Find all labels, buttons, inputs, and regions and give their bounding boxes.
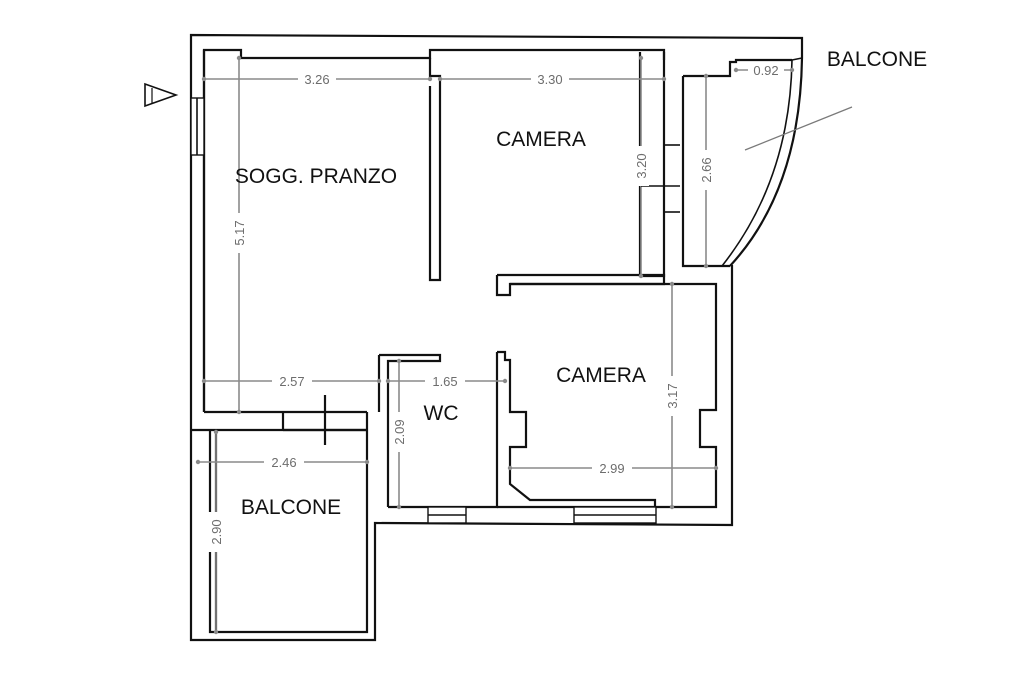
dim-balcone-bottom-height: 2.90 (209, 519, 224, 544)
room-label-wc: WC (424, 402, 459, 425)
dim-balcone-top-width: 0.92 (753, 63, 778, 78)
dim-camera-top-height: 3.20 (634, 153, 649, 178)
room-labels: SOGG. PRANZO CAMERA CAMERA WC BALCONE BA… (235, 48, 927, 519)
dim-camera-bottom-height: 3.17 (665, 383, 680, 408)
windows (190, 97, 657, 524)
room-label-camera-top: CAMERA (496, 128, 586, 151)
dimension-lines (195, 55, 795, 635)
interior-walls (377, 52, 804, 509)
dim-balcone-bottom-width: 2.46 (271, 455, 296, 470)
dim-camera-bottom-width: 2.99 (599, 461, 624, 476)
room-label-balcone-top: BALCONE (827, 48, 927, 71)
room-label-soggiorno: SOGG. PRANZO (235, 165, 397, 188)
dim-soggiorno-height: 5.17 (232, 220, 247, 245)
dim-soggiorno-width: 3.26 (304, 72, 329, 87)
dim-wc-height: 2.09 (392, 419, 407, 444)
dim-balcone-top-height: 2.66 (699, 157, 714, 182)
room-label-balcone-bottom: BALCONE (241, 496, 341, 519)
outer-walls (189, 33, 804, 642)
room-label-camera-bottom: CAMERA (556, 364, 646, 387)
dim-wc-width: 1.65 (432, 374, 457, 389)
dim-camera-top-width: 3.30 (537, 72, 562, 87)
balcone-hatch-line (744, 106, 853, 151)
entrance-triangle-icon (144, 82, 179, 108)
dimension-labels: 3.26 3.30 0.92 5.17 3.20 2.66 2.57 1.65 … (208, 62, 784, 552)
dim-soggiorno-lower-width: 2.57 (279, 374, 304, 389)
